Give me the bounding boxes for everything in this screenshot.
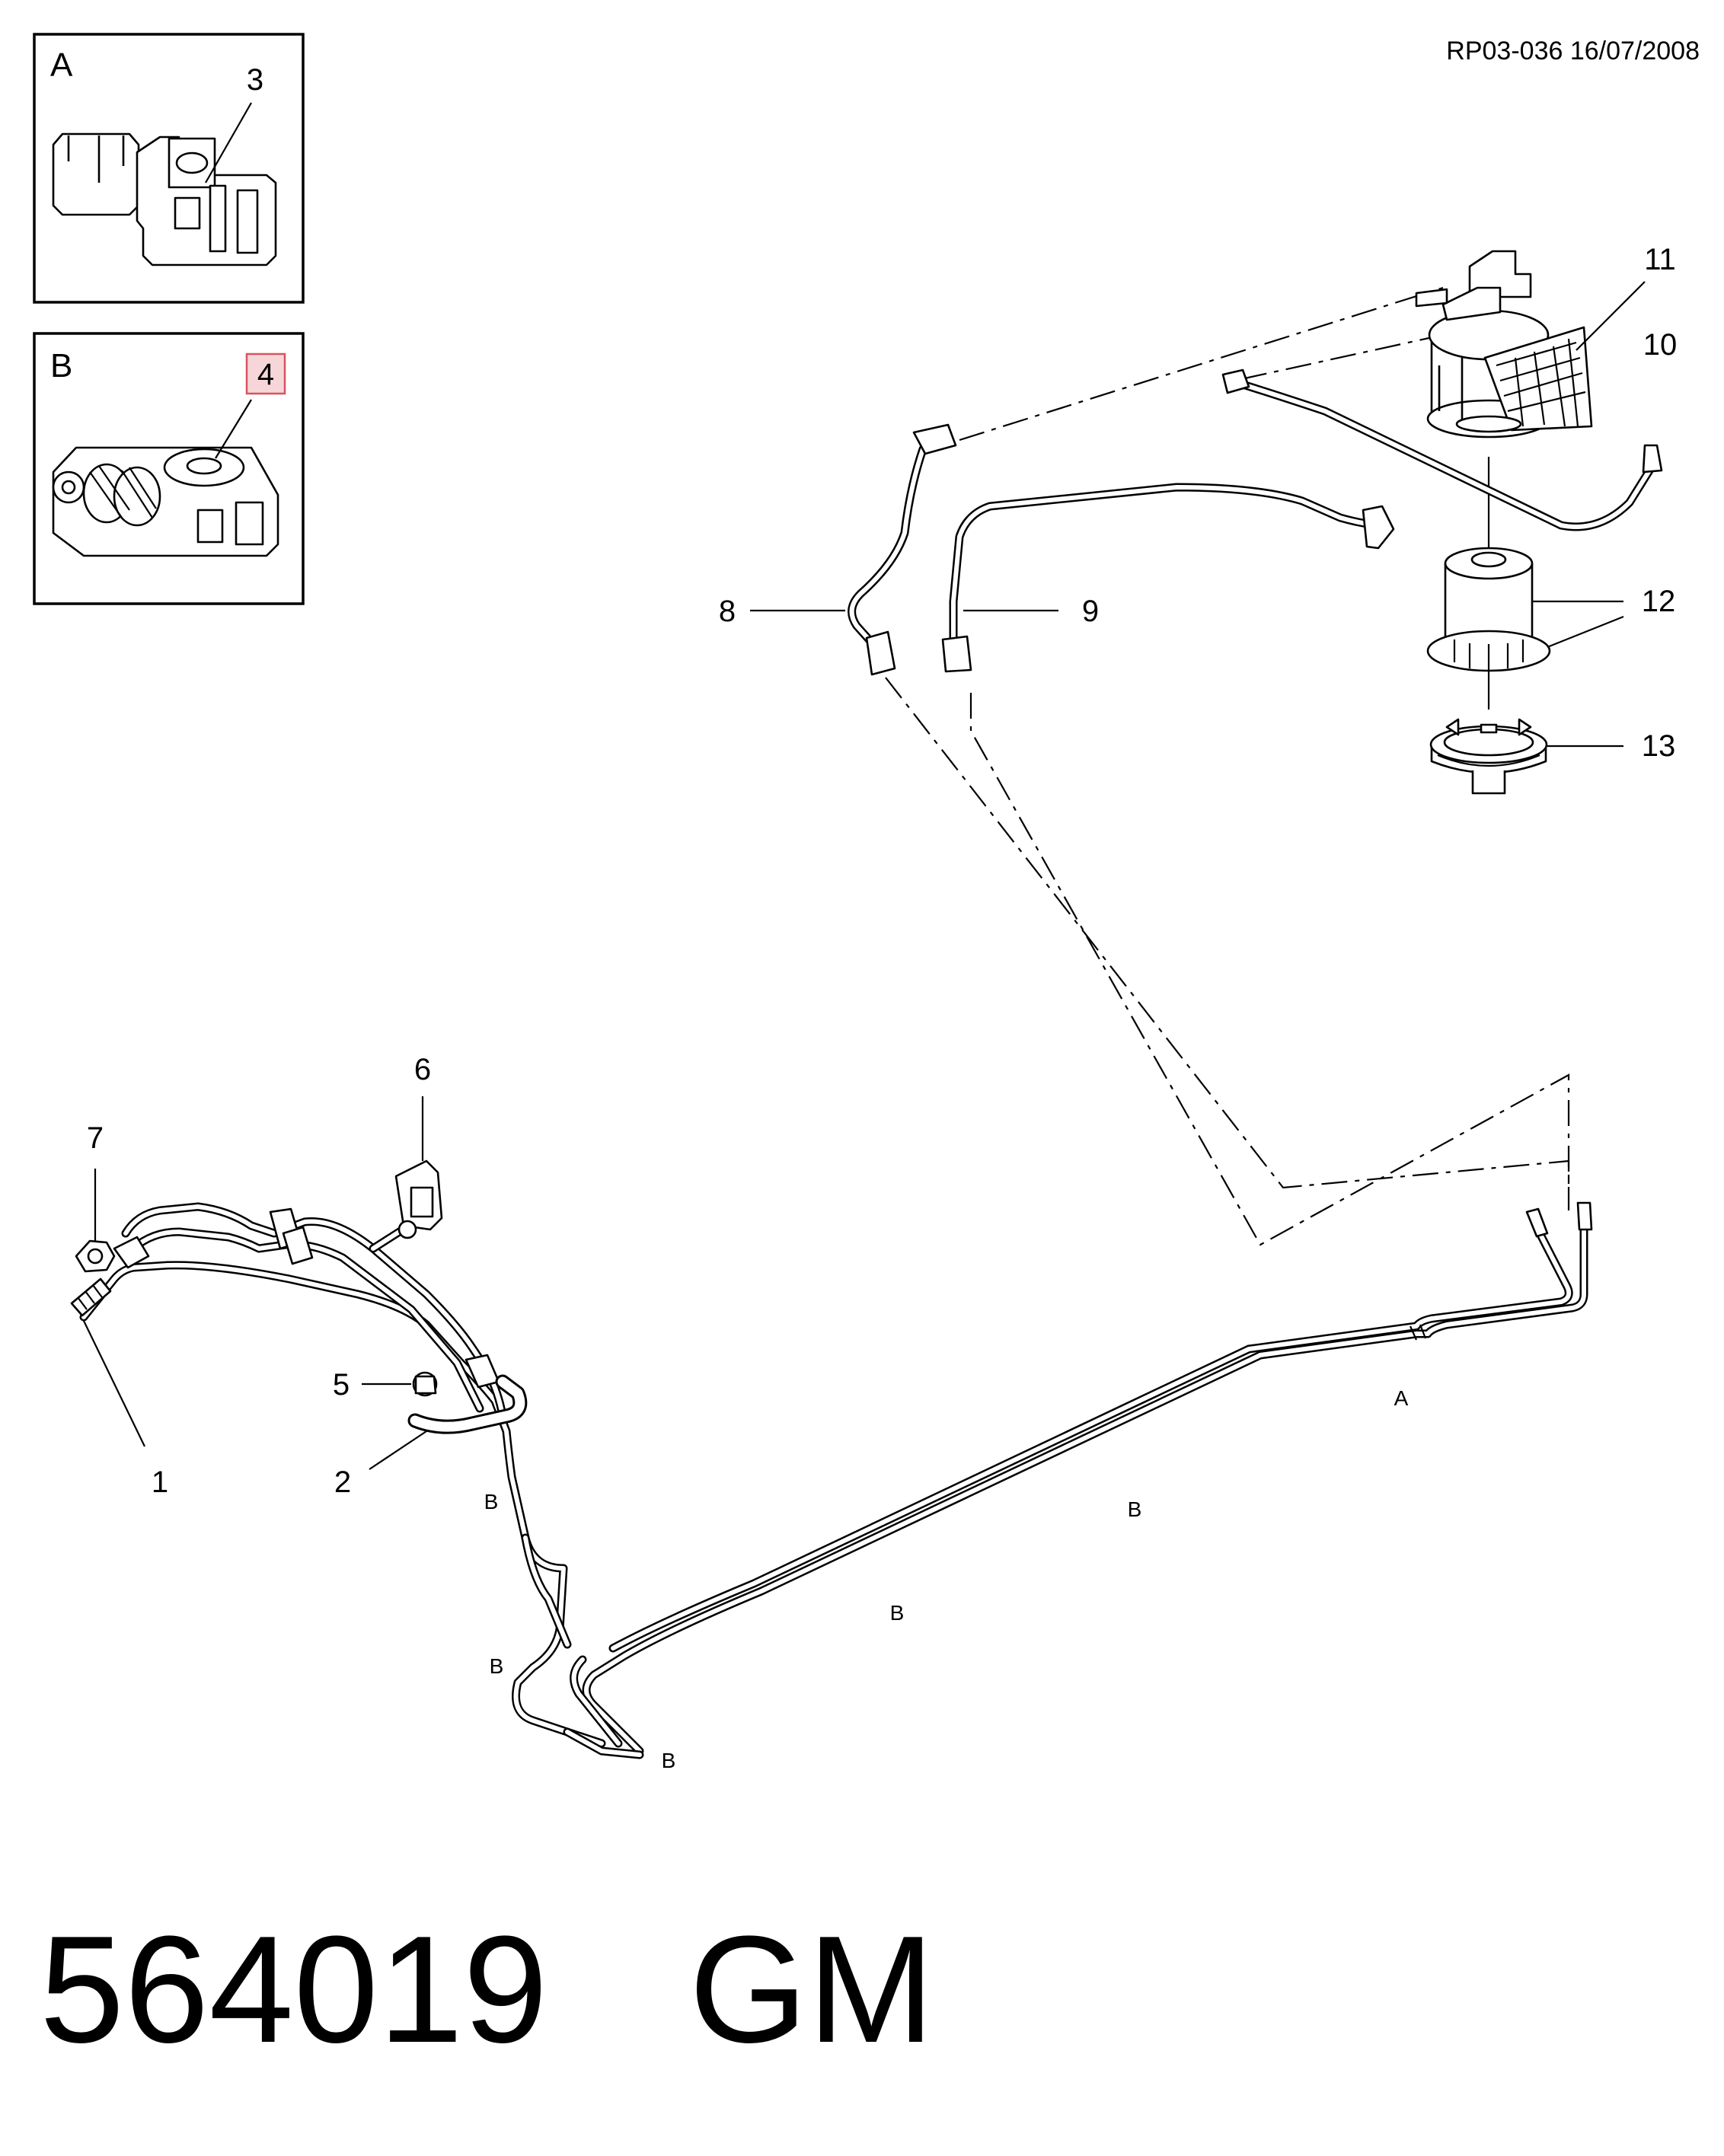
callout-4-highlight	[245, 352, 286, 395]
hose-2	[407, 1374, 528, 1434]
callout-9: 9	[1082, 595, 1099, 628]
main-fuel-pipes	[582, 1201, 1593, 1756]
callout-1: 1	[152, 1466, 168, 1499]
fuel-filter-housing	[1415, 250, 1593, 439]
hose-8	[848, 423, 957, 676]
pipe-tag-b-2: B	[890, 1601, 905, 1625]
clip-7	[394, 1159, 443, 1239]
clip-6	[75, 1239, 116, 1273]
callout-7: 6	[414, 1053, 431, 1086]
clip-part-b	[52, 446, 279, 557]
return-hose	[1221, 368, 1663, 531]
filter-cap	[1429, 718, 1548, 795]
inset-b-letter: B	[50, 347, 72, 384]
callout-4: 4	[257, 358, 274, 391]
leader-2	[369, 1430, 427, 1470]
leader-12b	[1547, 615, 1624, 649]
callout-6: 7	[87, 1121, 104, 1155]
pipe-end-1	[70, 1277, 112, 1317]
callout-10: 10	[1643, 328, 1678, 362]
callout-13: 13	[1642, 729, 1676, 763]
left-pipe-bundle	[79, 1200, 644, 1759]
brand-label: GM	[689, 1905, 934, 2075]
inset-b: B 4	[33, 332, 305, 605]
pipe-tag-b-1: B	[1128, 1497, 1142, 1521]
part-number: 564019	[40, 1905, 548, 2075]
filter-element	[1426, 547, 1551, 672]
callout-5: 5	[333, 1368, 350, 1402]
clip-5	[412, 1371, 438, 1397]
pipe-tag-b-3: B	[484, 1490, 499, 1513]
drawing-reference: RP03-036 16/07/2008	[1446, 37, 1700, 65]
clip-part-a	[52, 132, 277, 266]
inset-a: A 3	[33, 33, 305, 304]
pipe-tag-b-4: B	[490, 1654, 504, 1678]
leader-11	[1576, 281, 1646, 351]
inset-a-letter: A	[50, 46, 73, 84]
leader-3	[205, 102, 252, 183]
assembly-lines	[885, 286, 1570, 1246]
callout-3: 3	[247, 63, 263, 97]
pipe-tag-b-5: B	[662, 1749, 676, 1772]
leader-4	[215, 399, 252, 459]
callout-8: 8	[719, 595, 736, 628]
pipe-tag-a: A	[1394, 1386, 1409, 1410]
callout-12: 12	[1642, 585, 1676, 618]
hose-9	[941, 483, 1395, 673]
callout-2: 2	[334, 1466, 351, 1499]
callout-11: 11	[1644, 243, 1676, 276]
leader-1	[83, 1320, 145, 1447]
